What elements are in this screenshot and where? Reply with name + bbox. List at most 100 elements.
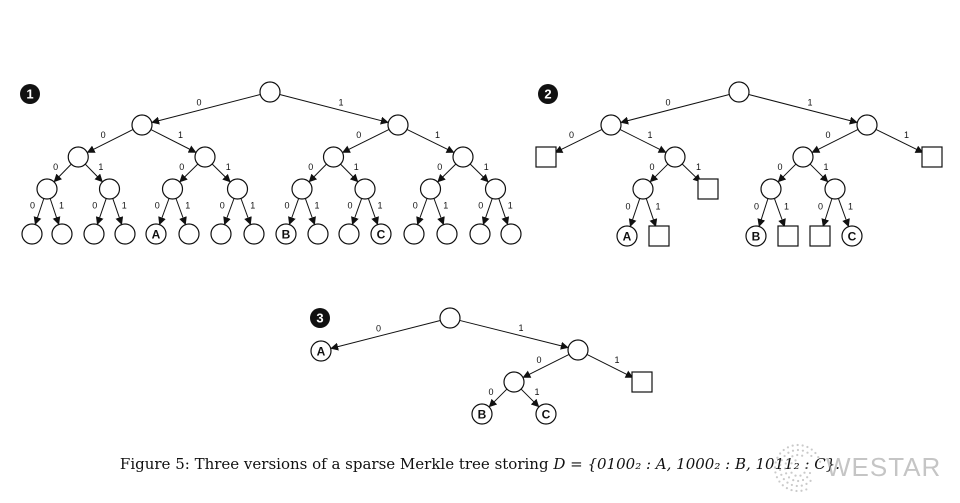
tree-node xyxy=(500,223,522,245)
tree-edge xyxy=(95,198,107,226)
tree-edge xyxy=(811,129,859,153)
tree-node xyxy=(307,223,329,245)
tree-edge xyxy=(748,94,858,125)
edge-label: 0 xyxy=(478,201,483,211)
tree-node xyxy=(469,223,491,245)
tree-node xyxy=(824,178,846,200)
edge-label: 1 xyxy=(807,98,812,108)
edge-label: 0 xyxy=(413,201,418,211)
tree-node xyxy=(792,146,814,168)
tree-edge xyxy=(554,128,603,153)
edge-label: 1 xyxy=(508,201,513,211)
edge-label: 0 xyxy=(777,162,782,172)
tree-node xyxy=(354,178,376,200)
tree-edge xyxy=(488,388,508,408)
tree-edge xyxy=(340,163,359,183)
tree-node xyxy=(226,178,249,200)
edge-label: 1 xyxy=(250,201,255,211)
edge-label: 1 xyxy=(354,162,359,172)
edge-label: 0 xyxy=(376,324,381,334)
tree-edge xyxy=(211,163,231,183)
tree-node xyxy=(98,178,121,200)
tree-edge xyxy=(330,319,441,351)
leaf-label: A xyxy=(623,230,632,244)
edge-label: 1 xyxy=(435,130,440,140)
leaf-label: C xyxy=(377,228,386,242)
tree-edge xyxy=(498,198,510,226)
tree-edge xyxy=(367,198,379,226)
tree-edge xyxy=(279,94,389,125)
tree-edge xyxy=(821,198,833,227)
edge-label: 1 xyxy=(784,202,789,212)
panel-badge-number: 2 xyxy=(544,87,551,102)
tree-node xyxy=(83,223,105,245)
tree-node xyxy=(484,178,507,200)
empty-subtree-node xyxy=(631,371,653,393)
tree-edge xyxy=(649,163,669,183)
tree-edge xyxy=(84,163,103,183)
tree-node xyxy=(114,223,136,245)
tree-edge xyxy=(777,163,797,183)
tree-edge xyxy=(520,388,540,408)
panel-badge-number: 1 xyxy=(26,87,33,102)
empty-subtree-node xyxy=(648,225,670,247)
panel-badge xyxy=(20,84,40,104)
edge-label: 0 xyxy=(569,130,574,140)
tree-edge xyxy=(522,354,570,378)
tree-node xyxy=(178,223,200,245)
panel-badge xyxy=(538,84,558,104)
edge-label: 0 xyxy=(754,202,759,212)
leaf-label: A xyxy=(152,228,161,242)
tree-node xyxy=(243,223,265,245)
edge-label: 0 xyxy=(536,355,541,365)
tree-edge xyxy=(175,198,187,226)
leaf-label: C xyxy=(848,230,857,244)
tree-node xyxy=(567,339,589,361)
tree-node xyxy=(503,371,525,393)
edge-label: 0 xyxy=(53,162,58,172)
leaf-node-B xyxy=(471,403,493,425)
edge-label: 0 xyxy=(308,162,313,172)
watermark: WESTAR xyxy=(768,438,960,498)
tree-node xyxy=(51,223,73,245)
edge-label: 0 xyxy=(179,162,184,172)
tree-edge xyxy=(158,198,170,226)
caption-prefix: Figure 5: Three versions of a sparse Mer… xyxy=(119,455,554,473)
edge-label: 0 xyxy=(625,202,630,212)
edge-label: 0 xyxy=(284,201,289,211)
tree-node xyxy=(131,114,153,136)
edge-label: 0 xyxy=(437,162,442,172)
tree-edge xyxy=(459,319,569,350)
edge-label: 1 xyxy=(98,162,103,172)
tree-edge xyxy=(112,198,124,226)
tree-node xyxy=(760,178,782,200)
edge-label: 0 xyxy=(649,162,654,172)
tree-edge xyxy=(406,128,455,153)
tree-edge xyxy=(837,198,850,228)
tree-edge xyxy=(288,198,300,226)
edge-label: 1 xyxy=(823,162,828,172)
tree-node xyxy=(436,223,458,245)
edge-label: 1 xyxy=(178,130,183,140)
watermark-logo-icon xyxy=(773,443,822,493)
tree-node xyxy=(664,146,686,168)
leaf-node-B xyxy=(745,225,767,247)
tree-node xyxy=(728,81,750,103)
tree-edge xyxy=(433,198,445,226)
tree-edge xyxy=(628,198,641,228)
panel-badge-number: 3 xyxy=(316,311,323,326)
tree-edge xyxy=(586,354,634,378)
tree-node xyxy=(36,178,58,200)
tree-edge xyxy=(342,128,390,153)
tree-node xyxy=(419,178,442,200)
tree-edge xyxy=(308,163,327,183)
tree-node xyxy=(67,146,89,168)
tree-edge xyxy=(619,129,667,153)
edge-label: 0 xyxy=(220,201,225,211)
leaf-node-A xyxy=(310,340,332,362)
tree-node xyxy=(194,146,216,168)
leaf-node-C xyxy=(535,403,557,425)
tree-node xyxy=(21,223,43,245)
